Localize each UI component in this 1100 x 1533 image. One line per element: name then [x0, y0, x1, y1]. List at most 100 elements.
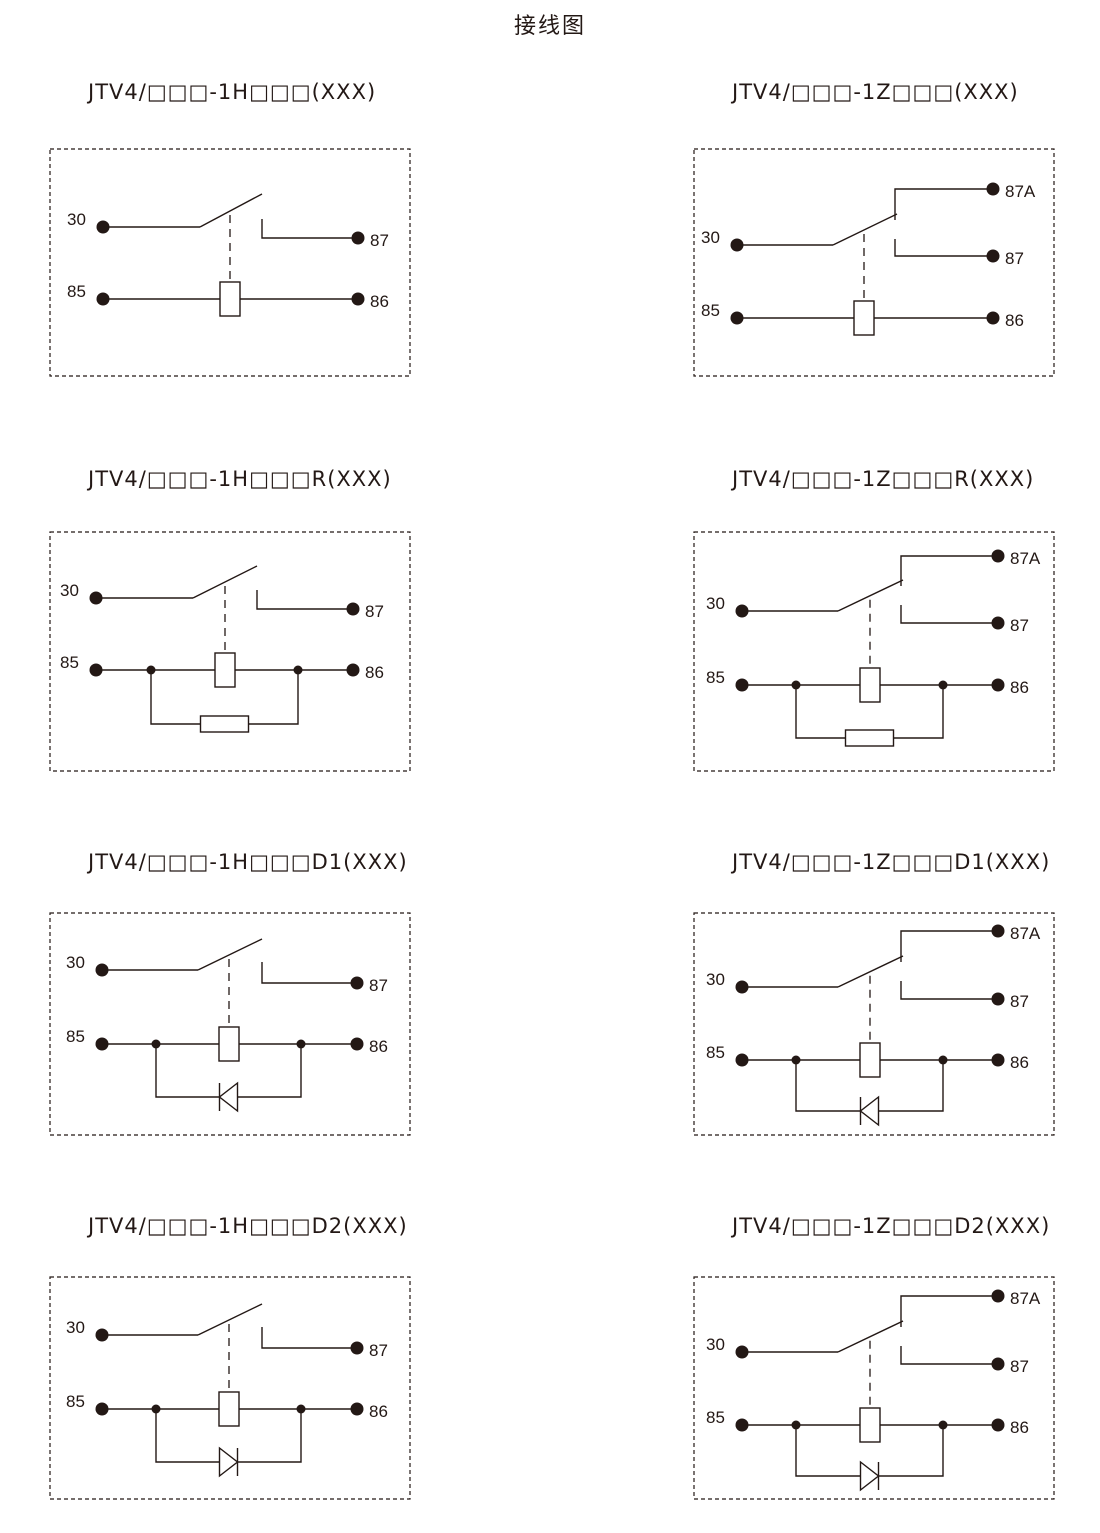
relay-coil [218, 1391, 240, 1427]
terminal-87-label: 87 [1010, 992, 1029, 1011]
wire-87a [894, 188, 993, 220]
dashed-enclosure [693, 1276, 1055, 1500]
diagram-2: 30 87A 87 85 86 [693, 148, 1055, 377]
relay-coil [859, 1042, 881, 1078]
terminal-85-label: 85 [66, 1392, 85, 1411]
dashed-enclosure [693, 912, 1055, 1136]
relay-coil [219, 281, 241, 317]
wire-87a [900, 555, 998, 586]
terminal-30-label: 30 [66, 1318, 85, 1337]
terminal-87-label: 87 [369, 1341, 388, 1360]
terminal-85-label: 85 [60, 653, 79, 672]
switch-blade [837, 1320, 904, 1353]
wire-87 [900, 981, 998, 1000]
relay-coil [859, 1407, 881, 1443]
terminal-85-label: 85 [706, 1043, 725, 1062]
terminal-87-terminal [991, 992, 1005, 1006]
terminal-87-terminal [350, 1341, 364, 1355]
terminal-85-label: 85 [701, 301, 720, 320]
terminal-87-label: 87 [365, 602, 384, 621]
diagram-title-1h: JTV4/□□□-1H□□□(XXX) [88, 80, 377, 104]
terminal-30-label: 30 [66, 953, 85, 972]
switch-blade [832, 213, 898, 246]
terminal-87-terminal [991, 1357, 1005, 1371]
diagram-title-1z-d2: JTV4/□□□-1Z□□□D2(XXX) [732, 1214, 1051, 1238]
terminal-30-label: 30 [67, 210, 86, 229]
terminal-86-label: 86 [1010, 1418, 1029, 1437]
switch-blade [192, 565, 258, 599]
resistor [199, 715, 250, 733]
relay-coil [853, 300, 875, 336]
relay-coil [214, 652, 236, 688]
terminal-87a-label: 87A [1010, 1289, 1041, 1308]
terminal-87a-terminal [986, 182, 1000, 196]
dashed-enclosure [49, 148, 411, 377]
terminal-87a-label: 87A [1010, 549, 1041, 568]
terminal-85-label: 85 [66, 1027, 85, 1046]
terminal-30-label: 30 [701, 228, 720, 247]
diode-triangle [218, 1446, 239, 1478]
relay-coil [859, 667, 881, 703]
diagram-8: 30 87A 87 85 86 [693, 1276, 1055, 1500]
terminal-87-label: 87 [1005, 249, 1024, 268]
terminal-86-label: 86 [365, 663, 384, 682]
wire-87 [256, 590, 353, 610]
terminal-30-label: 30 [706, 970, 725, 989]
diagram-4: 30 87A 87 85 86 [693, 531, 1055, 772]
terminal-87a-label: 87A [1005, 182, 1036, 201]
dashed-enclosure [49, 531, 411, 772]
relay-coil [218, 1026, 240, 1062]
diagram-title-1z-r: JTV4/□□□-1Z□□□R(XXX) [732, 467, 1035, 491]
wire-87 [894, 239, 993, 257]
diagram-title-1z-d1: JTV4/□□□-1Z□□□D1(XXX) [732, 850, 1051, 874]
resistor [844, 729, 895, 747]
terminal-87-label: 87 [370, 231, 389, 250]
diagram-title-1h-r: JTV4/□□□-1H□□□R(XXX) [88, 467, 392, 491]
switch-blade [837, 579, 904, 612]
terminal-85-label: 85 [67, 282, 86, 301]
diagram-7: 30 87 85 86 [49, 1276, 411, 1500]
dashed-enclosure [49, 1276, 411, 1500]
terminal-86-label: 86 [370, 292, 389, 311]
dashed-enclosure [49, 912, 411, 1136]
terminal-87-label: 87 [1010, 616, 1029, 635]
diode-triangle [859, 1095, 880, 1127]
terminal-87-label: 87 [369, 976, 388, 995]
terminal-86-label: 86 [1010, 678, 1029, 697]
terminal-87a-label: 87A [1010, 924, 1041, 943]
terminal-30-label: 30 [60, 581, 79, 600]
terminal-85-label: 85 [706, 668, 725, 687]
wire-87 [900, 1346, 998, 1365]
terminal-30-label: 30 [706, 594, 725, 613]
wire-87a [900, 930, 998, 962]
terminal-87a-terminal [991, 1289, 1005, 1303]
switch-blade [199, 193, 263, 228]
terminal-87-label: 87 [1010, 1357, 1029, 1376]
diagram-3: 30 87 85 86 [49, 531, 411, 772]
terminal-87a-terminal [991, 924, 1005, 938]
terminal-86-label: 86 [369, 1402, 388, 1421]
switch-blade [197, 1303, 263, 1336]
terminal-87-terminal [346, 602, 360, 616]
diode-triangle [218, 1081, 239, 1113]
terminal-87-terminal [986, 249, 1000, 263]
wire-87 [261, 219, 358, 239]
terminal-30-label: 30 [706, 1335, 725, 1354]
terminal-86-label: 86 [1005, 311, 1024, 330]
diagram-1: 30 87 85 86 [49, 148, 411, 377]
page-title: 接线图 [513, 14, 586, 39]
terminal-85-label: 85 [706, 1408, 725, 1427]
wire-87 [261, 1327, 357, 1349]
wire-87 [261, 962, 357, 984]
diagram-title-1h-d2: JTV4/□□□-1H□□□D2(XXX) [88, 1214, 408, 1238]
terminal-87a-terminal [991, 549, 1005, 563]
diagram-title-1h-d1: JTV4/□□□-1H□□□D1(XXX) [88, 850, 408, 874]
dashed-enclosure [693, 148, 1055, 377]
diagram-title-1z: JTV4/□□□-1Z□□□(XXX) [732, 80, 1019, 104]
terminal-87-terminal [350, 976, 364, 990]
terminal-87-terminal [991, 616, 1005, 630]
terminal-87-terminal [351, 231, 365, 245]
